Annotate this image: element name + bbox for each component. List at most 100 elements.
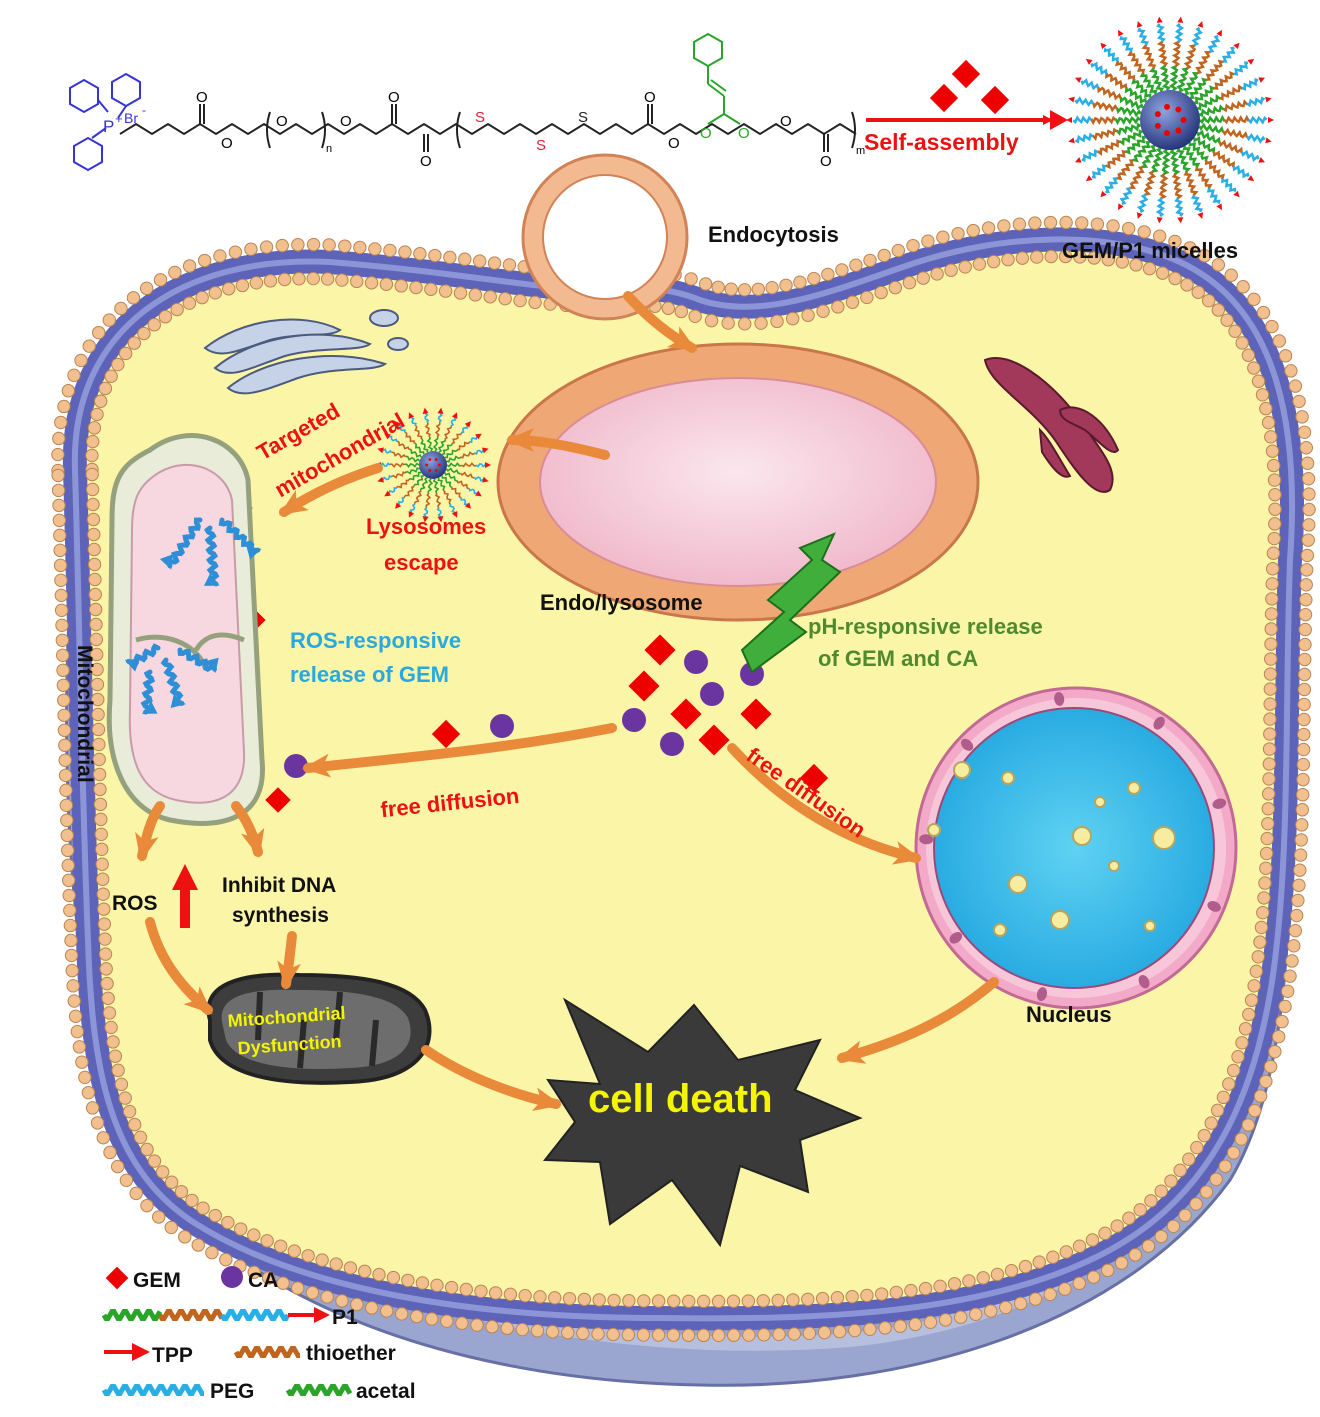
membrane-bead — [86, 512, 101, 527]
micelle-tpp-head — [1197, 212, 1204, 219]
micelle-chain-segment — [444, 449, 458, 459]
membrane-bead — [944, 263, 958, 277]
micelle-chain-segment — [1103, 47, 1119, 62]
arrow-targeted-mito — [278, 463, 383, 517]
membrane-bead — [197, 253, 212, 268]
membrane-bead — [213, 249, 227, 263]
micelle-chain-segment — [444, 472, 458, 482]
membrane-bead — [938, 1313, 953, 1327]
membrane-bead — [140, 1198, 154, 1213]
membrane-bead — [591, 1327, 605, 1341]
membrane-bead — [111, 357, 125, 372]
membrane-bead — [87, 542, 101, 557]
membrane-bead — [60, 828, 74, 843]
atom-o-2: O — [221, 135, 233, 152]
micelle-tpp-head — [451, 412, 458, 419]
membrane-bead — [472, 254, 487, 268]
atom-s-2: S — [536, 137, 546, 154]
membrane-bead — [1028, 1292, 1043, 1306]
membrane-bead — [622, 1294, 636, 1308]
membrane-bead — [1222, 1077, 1236, 1091]
gem-diamond — [431, 719, 461, 749]
membrane-bead — [1075, 216, 1089, 230]
membrane-bead — [681, 1328, 696, 1342]
micelle-chain-segment — [1218, 139, 1243, 154]
micelle-tpp-head — [1177, 217, 1184, 224]
membrane-bead — [1231, 1050, 1245, 1064]
membrane-bead — [1004, 1264, 1019, 1278]
membrane-bead — [916, 271, 930, 285]
micelle-tpp-head — [1100, 42, 1107, 50]
membrane-bead — [786, 1293, 800, 1307]
membrane-bead — [1226, 1146, 1241, 1160]
membrane-bead — [737, 283, 752, 297]
membrane-bead — [58, 738, 72, 752]
micelle-chain-segment — [391, 451, 407, 459]
membrane-bead — [1268, 1044, 1282, 1059]
nuclear-pore — [1212, 798, 1227, 809]
legend-tpp-icon — [104, 1343, 150, 1361]
nuclear-pore — [1207, 901, 1221, 912]
membrane-bead — [61, 858, 75, 873]
cell-death-starburst — [542, 997, 863, 1248]
membrane-bead — [1261, 816, 1275, 831]
micelle-chain-segment — [404, 462, 420, 468]
membrane-bead — [320, 1290, 334, 1304]
membrane-bead — [208, 286, 222, 300]
membrane-bead — [90, 407, 104, 422]
membrane-bead — [711, 1294, 726, 1309]
membrane-bead — [93, 782, 107, 797]
atom-o-8: O — [668, 135, 680, 152]
membrane-bead — [353, 240, 367, 255]
arrow-lysosome-escape — [506, 428, 610, 460]
membrane-bead — [711, 280, 725, 294]
ros-release-squiggle — [124, 643, 161, 672]
legend-tpp-label: TPP — [152, 1344, 193, 1367]
micelle-tpp-head — [437, 516, 444, 523]
membrane-bead — [1264, 607, 1279, 621]
micelle-chain-segment — [1246, 133, 1266, 144]
micelle-tpp-head — [1197, 21, 1204, 28]
membrane-bead — [57, 693, 71, 707]
membrane-bead — [468, 288, 483, 302]
micelle-core — [419, 451, 447, 479]
legend-peg-icon — [101, 1384, 205, 1396]
nuclear-pore — [1153, 716, 1165, 730]
membrane-bead — [1297, 712, 1311, 727]
membrane-bead — [126, 291, 141, 305]
membrane-bead — [104, 1020, 118, 1035]
membrane-bead — [350, 1297, 364, 1312]
micelle-chain-segment — [391, 471, 406, 479]
membrane-bead — [849, 258, 863, 272]
micelle-tpp-head — [1085, 175, 1093, 182]
ca-circle — [284, 754, 308, 778]
micelle-chain-segment — [1143, 170, 1157, 196]
micelle-chain-segment — [1205, 59, 1224, 81]
ca-circle — [622, 708, 646, 732]
micelle-chain-segment — [420, 438, 429, 453]
micelle-cargo-dot — [434, 469, 438, 472]
membrane-bead — [372, 1267, 386, 1282]
membrane-bead — [1259, 401, 1273, 416]
micelle-chain-segment — [1183, 171, 1199, 197]
micelle-tpp-head — [1258, 157, 1266, 163]
membrane-bead — [1259, 1074, 1273, 1089]
membrane-bead — [1263, 667, 1278, 681]
membrane-bead — [951, 226, 965, 241]
membrane-bead — [54, 603, 69, 617]
membrane-bead — [1128, 1248, 1142, 1262]
micelle-chain-segment — [1196, 94, 1221, 111]
membrane-bead — [1267, 458, 1281, 473]
membrane-bead — [75, 1055, 89, 1069]
membrane-bead — [89, 617, 103, 632]
micelle-chain-segment — [1119, 129, 1144, 146]
membrane-bead — [1121, 221, 1136, 236]
membrane-bead — [801, 308, 815, 322]
membrane-bead — [235, 278, 250, 293]
membrane-bead — [1289, 908, 1304, 923]
membrane-bead — [1115, 255, 1129, 269]
micelle-chain-segment — [1119, 96, 1144, 111]
gem-diamond — [799, 763, 829, 793]
membrane-bead — [1155, 266, 1170, 280]
membrane-bead — [1183, 241, 1197, 255]
